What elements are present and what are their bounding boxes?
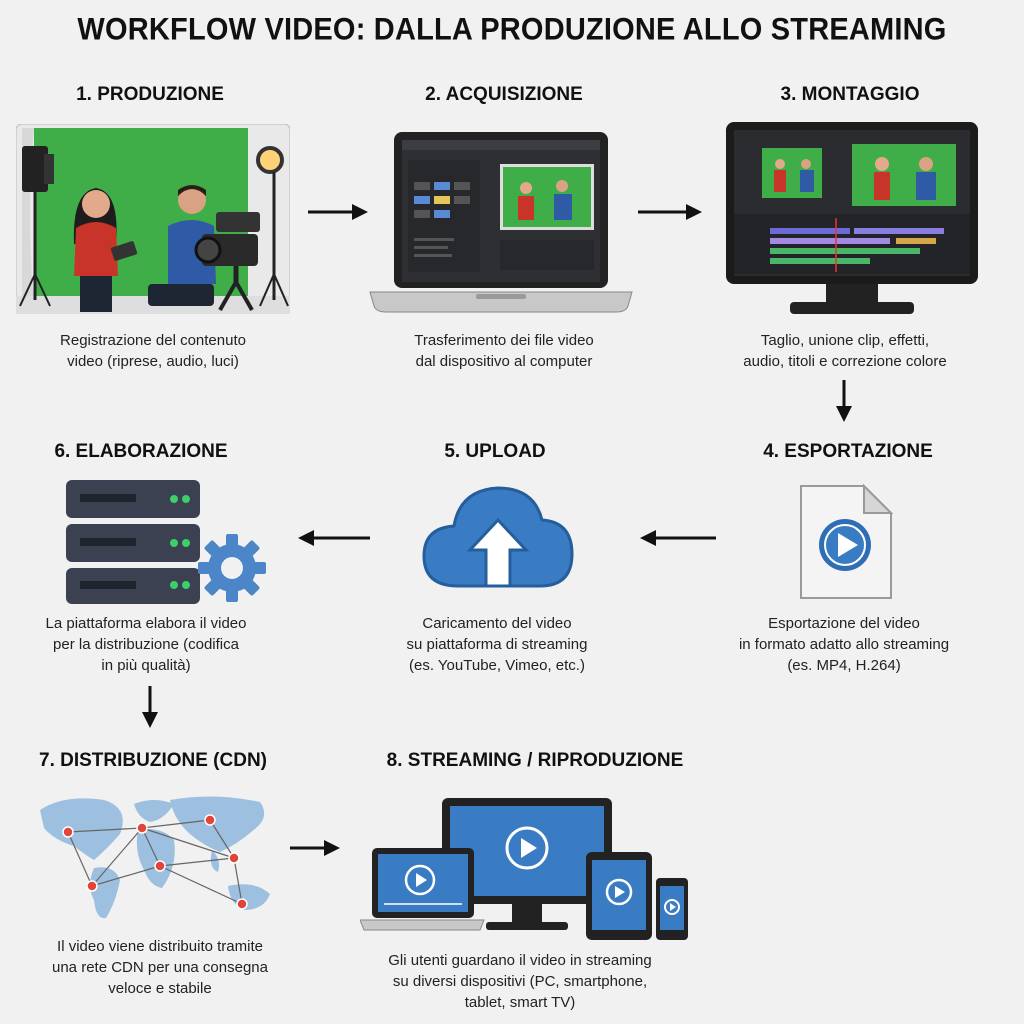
- monitor-timeline-icon: [726, 122, 978, 314]
- cloud-upload-icon: [422, 486, 574, 588]
- server-gear-icon: [66, 480, 266, 604]
- step-3-title: 3. MONTAGGIO: [780, 84, 920, 105]
- step-8-title: 8. STREAMING / RIPRODUZIONE: [386, 750, 684, 771]
- step-1-title: 1. PRODUZIONE: [76, 84, 224, 105]
- arrow-right-icon: [638, 204, 702, 220]
- world-network-icon: [40, 796, 270, 919]
- studio-scene-icon: [16, 124, 290, 314]
- arrow-right-icon: [290, 840, 340, 856]
- step-2-title: 2. ACQUISIZIONE: [425, 84, 583, 105]
- step-8-desc: Gli utenti guardano il video in streamin…: [388, 952, 652, 1011]
- arrow-right-icon: [308, 204, 368, 220]
- step-4-title: 4. ESPORTAZIONE: [763, 441, 933, 462]
- step-6-title: 6. ELABORAZIONE: [54, 441, 228, 462]
- step-3-desc: Taglio, unione clip, effetti,audio, tito…: [743, 332, 947, 370]
- step-5-title: 5. UPLOAD: [444, 441, 546, 462]
- laptop-editor-icon: [369, 132, 633, 313]
- page-title: WORKFLOW VIDEO: DALLA PRODUZIONE ALLO ST…: [77, 12, 947, 48]
- arrow-left-icon: [298, 530, 370, 546]
- arrow-left-icon: [640, 530, 716, 546]
- devices-icon: [360, 798, 688, 940]
- step-7-title: 7. DISTRIBUZIONE (CDN): [39, 750, 267, 771]
- arrow-down-icon: [836, 380, 852, 422]
- video-file-icon: [800, 483, 894, 599]
- arrow-down-icon: [142, 686, 158, 728]
